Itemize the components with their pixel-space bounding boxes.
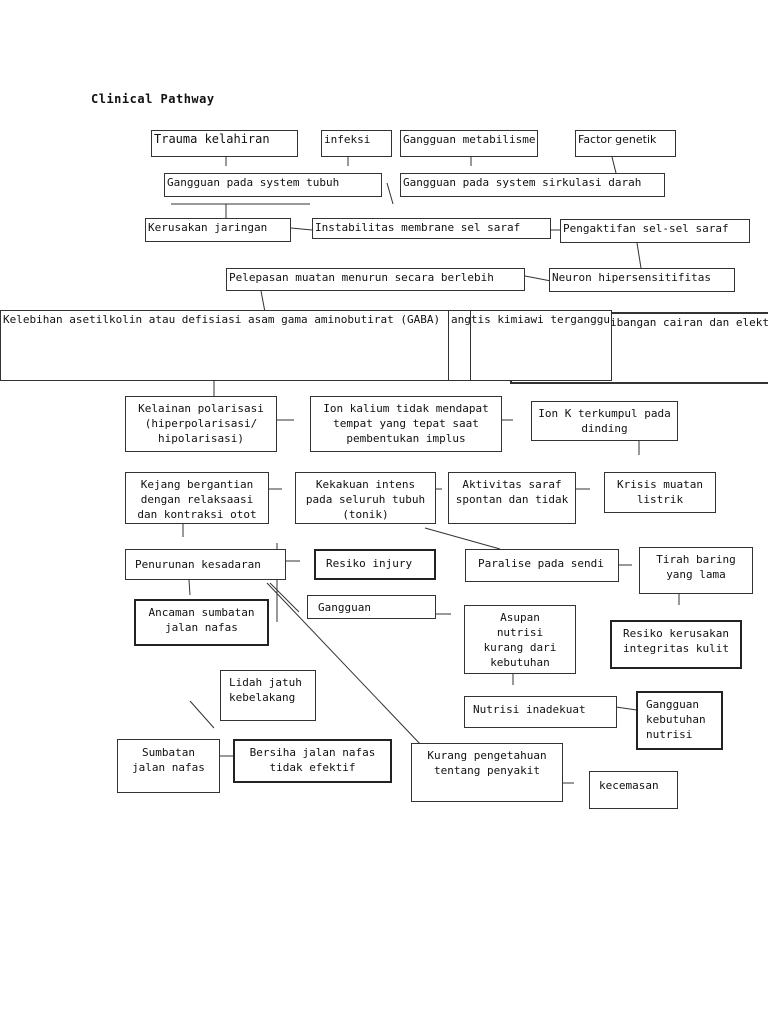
node-resiko-kerusakan-kulit: Resiko kerusakan integritas kulit [610,620,742,669]
node-ancaman-sumbatan: Ancaman sumbatan jalan nafas [134,599,269,646]
node-ion-kalium: Ion kalium tidak mendapat tempat yang te… [310,396,502,452]
connector [189,700,215,729]
node-kurang-pengetahuan: Kurang pengetahuan tentang penyakit [411,743,563,802]
node-antagonis-kimiawi: angtis kimiawi terganggu [448,310,612,381]
node-sumbatan-jalan-nafas: Sumbatan jalan nafas [117,739,220,793]
node-kelebihan-asetilkolin: Kelebihan asetilkolin atau defisiasi asa… [0,310,449,381]
node-neuron-hipersensitifitas: Neuron hipersensitifitas [549,268,735,292]
node-resiko-injury: Resiko injury [314,549,436,580]
node-factor-genetik: Factor genetik [575,130,676,157]
node-pelepasan-muatan: Pelepasan muatan menurun secara berlebih [226,268,525,291]
node-instabilitas-membrane: Instabilitas membrane sel saraf [312,218,551,239]
node-bersiha-jalan-nafas: Bersiha jalan nafas tidak efektif [233,739,392,783]
node-kekakuan-intens: Kekakuan intens pada seluruh tubuh (toni… [295,472,436,524]
node-gangguan: Gangguan [307,595,436,619]
page-title: Clinical Pathway [91,92,215,106]
connector [611,156,617,174]
node-infeksi: infeksi [321,130,392,157]
connector [269,582,300,613]
connector [424,527,501,550]
node-trauma-kelahiran: Trauma kelahiran [151,130,298,157]
node-asupan-nutrisi: Asupan nutrisi kurang dari kebutuhan [464,605,576,674]
node-gangguan-system-tubuh: Gangguan pada system tubuh [164,173,382,197]
connector [615,706,638,711]
node-kecemasan: kecemasan [589,771,678,809]
node-separator [470,310,471,381]
connector [290,227,313,231]
connector [188,579,191,596]
connector [636,242,642,269]
node-kelainan-polarisasi: Kelainan polarisasi (hiperpolarisasi/ hi… [125,396,277,452]
node-penurunan-kesadaran: Penurunan kesadaran [125,549,286,580]
node-kejang: Kejang bergantian dengan relaksaasi dan … [125,472,269,524]
node-lidah-jatuh: Lidah jatuh kebelakang [220,670,316,721]
node-krisis-muatan: Krisis muatan listrik [604,472,716,513]
connector [260,290,266,313]
node-gangguan-metabolisme: Gangguan metabilisme [400,130,538,157]
connector [524,275,552,282]
node-paralise-sendi: Paralise pada sendi [465,549,619,582]
node-kerusakan-jaringan: Kerusakan jaringan [145,218,291,242]
connector [266,582,423,747]
node-gangguan-kebutuhan-nutrisi: Gangguan kebutuhan nutrisi [636,691,723,750]
node-aktivitas-saraf: Aktivitas saraf spontan dan tidak [448,472,576,524]
node-tirah-baring: Tirah baring yang lama [639,547,753,594]
node-ion-k-terkumpul: Ion K terkumpul pada dinding [531,401,678,441]
connector [386,182,394,205]
node-nutrisi-inadekuat: Nutrisi inadekuat [464,696,617,728]
node-gangguan-sirkulasi: Gangguan pada system sirkulasi darah [400,173,665,197]
node-pengaktifan-sel-saraf: Pengaktifan sel-sel saraf [560,219,750,243]
